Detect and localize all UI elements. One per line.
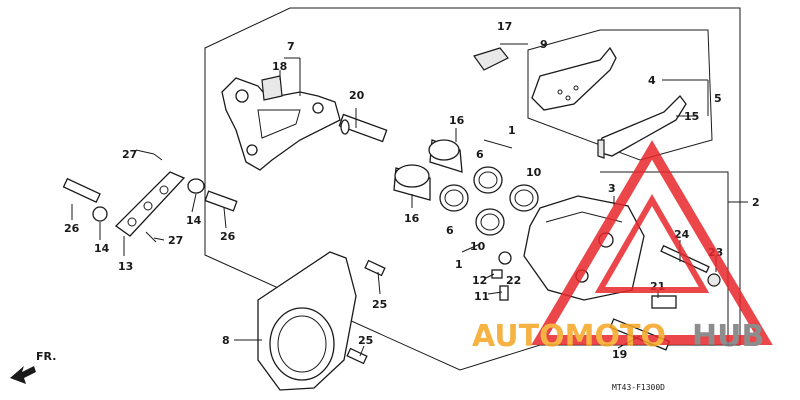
leader-lines: [71, 43, 748, 357]
callout-14-left: 14: [94, 242, 110, 255]
callout-6-lower: 6: [446, 224, 454, 237]
callout-16-upper: 16: [449, 114, 465, 127]
watermark-text-hub: HUB: [692, 319, 764, 354]
bleed-screw: [499, 285, 509, 301]
bracket-clip: [261, 75, 283, 101]
callout-26-left: 26: [64, 222, 80, 235]
cotter-pin-bottom: [145, 231, 157, 243]
callouts: 7 18 20 16 16 1 6 10 6 10 1 17 9 4 5 15 …: [64, 20, 760, 361]
callout-14-right: 14: [186, 214, 202, 227]
diagram-code: MT43-F1300D: [612, 383, 665, 392]
callout-6-upper: 6: [476, 148, 484, 161]
callout-22: 22: [506, 274, 521, 287]
front-direction-arrow: [10, 366, 36, 384]
callout-16-lower: 16: [404, 212, 420, 225]
callout-12: 12: [472, 274, 487, 287]
caliper-bolt-short: [651, 295, 677, 309]
direction-label: FR.: [36, 350, 56, 363]
callout-7: 7: [287, 40, 295, 53]
callout-17: 17: [497, 20, 512, 33]
piston-seal-a: [473, 166, 503, 194]
callout-3: 3: [608, 182, 616, 195]
dust-seal-a: [509, 184, 539, 212]
piston-upper: [428, 139, 463, 173]
callout-27-upper: 27: [122, 148, 137, 161]
washer-right: [187, 178, 205, 194]
piston-lower: [393, 164, 431, 201]
callout-18: 18: [272, 60, 287, 73]
brake-pad-upper: [531, 46, 617, 111]
pad-spring: [473, 47, 509, 71]
callout-8: 8: [222, 334, 230, 347]
callout-9: 9: [540, 38, 548, 51]
watermark-text-automoto: AUTOMOTO: [472, 319, 666, 354]
pad-kit-frame: [527, 29, 713, 161]
slide-pin: [338, 113, 388, 143]
brake-pad-lower: [597, 95, 687, 159]
callout-4: 4: [648, 74, 656, 87]
callout-5: 5: [714, 92, 722, 105]
link-bolt-left: [62, 177, 108, 222]
pin-plug: [707, 273, 721, 287]
callout-25-lower: 25: [358, 334, 373, 347]
link-bolt-right: [204, 190, 238, 212]
callout-24: 24: [674, 228, 690, 241]
callout-27-lower: 27: [168, 234, 183, 247]
callout-15: 15: [684, 110, 699, 123]
guard-bolt-lower: [346, 347, 368, 365]
guard-bolt-upper: [364, 259, 386, 277]
torque-link: [114, 171, 186, 237]
bleed-cap: [491, 269, 503, 279]
caliper-bracket: [221, 77, 341, 171]
callout-25-upper: 25: [372, 298, 387, 311]
bleed-valve: [498, 251, 512, 265]
dust-seal-b: [475, 208, 505, 236]
callout-13: 13: [118, 260, 133, 273]
callout-10-lower: 10: [470, 240, 486, 253]
callout-26-right: 26: [220, 230, 236, 243]
callout-1-lower: 1: [455, 258, 463, 271]
callout-10-upper: 10: [526, 166, 542, 179]
callout-11: 11: [474, 290, 489, 303]
piston-seal-b: [439, 184, 469, 212]
watermark-triangle: [531, 140, 773, 345]
cotter-pin-top: [153, 153, 163, 161]
callout-2: 2: [752, 196, 760, 209]
heat-guard: [257, 251, 357, 391]
callout-1-upper: 1: [508, 124, 516, 137]
callout-20: 20: [349, 89, 365, 102]
callout-19: 19: [612, 348, 627, 361]
watermark-logo: AUTOMOTO HUB: [472, 140, 773, 354]
